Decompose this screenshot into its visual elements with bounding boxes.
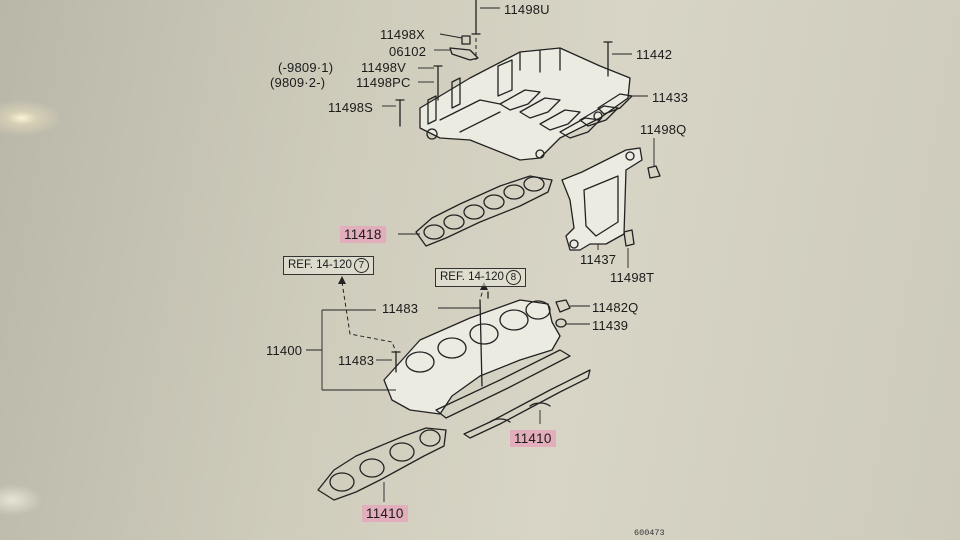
label-11442: 11442	[636, 47, 673, 62]
upper-intake-plenum	[419, 47, 633, 161]
bracket-06102	[449, 47, 479, 61]
stud-11442	[603, 41, 613, 77]
label-11433: 11433	[652, 90, 689, 105]
gasket-11410-right	[463, 369, 591, 439]
bolt-11498t	[623, 229, 635, 247]
bolt-11498v	[433, 65, 443, 101]
label-11418: 11418	[340, 226, 386, 243]
bracket-11437	[561, 147, 643, 251]
label-11498v: 11498V	[361, 60, 407, 75]
reference-circle-number: 7	[353, 258, 369, 273]
label-06102: 06102	[389, 44, 427, 59]
bolt-11498u	[471, 0, 481, 35]
label-note-9809-2: (9809·2-)	[270, 75, 326, 90]
label-11400: 11400	[266, 343, 303, 358]
label-11483-upper: 11483	[382, 301, 419, 316]
label-11410-left: 11410	[362, 505, 408, 522]
label-11498s: 11498S	[328, 100, 374, 115]
label-note-9809-1: (-9809·1)	[278, 60, 334, 75]
reference-text: REF. 14-120	[288, 259, 352, 271]
gasket-11418	[415, 175, 553, 247]
reference-circle-number: 8	[505, 270, 521, 285]
label-11498t: 11498T	[610, 270, 655, 285]
washer-11439	[555, 318, 567, 328]
bolt-11498q	[647, 165, 661, 179]
label-11410-right: 11410	[510, 430, 556, 447]
label-11482q: 11482Q	[592, 300, 639, 315]
gasket-11410-left	[317, 427, 447, 501]
diagram-id: 600473	[634, 528, 665, 538]
label-11498q: 11498Q	[640, 122, 687, 137]
lower-intake-manifold	[383, 291, 571, 419]
label-11498pc: 11498PC	[356, 75, 411, 90]
reference-text: REF. 14-120	[440, 271, 504, 283]
label-11439: 11439	[592, 318, 629, 333]
label-11483-lower: 11483	[338, 353, 375, 368]
label-11498x: 11498X	[380, 27, 426, 42]
bolt-11498s	[395, 99, 405, 127]
nut-11482q	[555, 299, 571, 313]
label-11498u: 11498U	[504, 2, 550, 17]
label-11437: 11437	[580, 252, 617, 267]
leader-lines	[306, 7, 655, 502]
